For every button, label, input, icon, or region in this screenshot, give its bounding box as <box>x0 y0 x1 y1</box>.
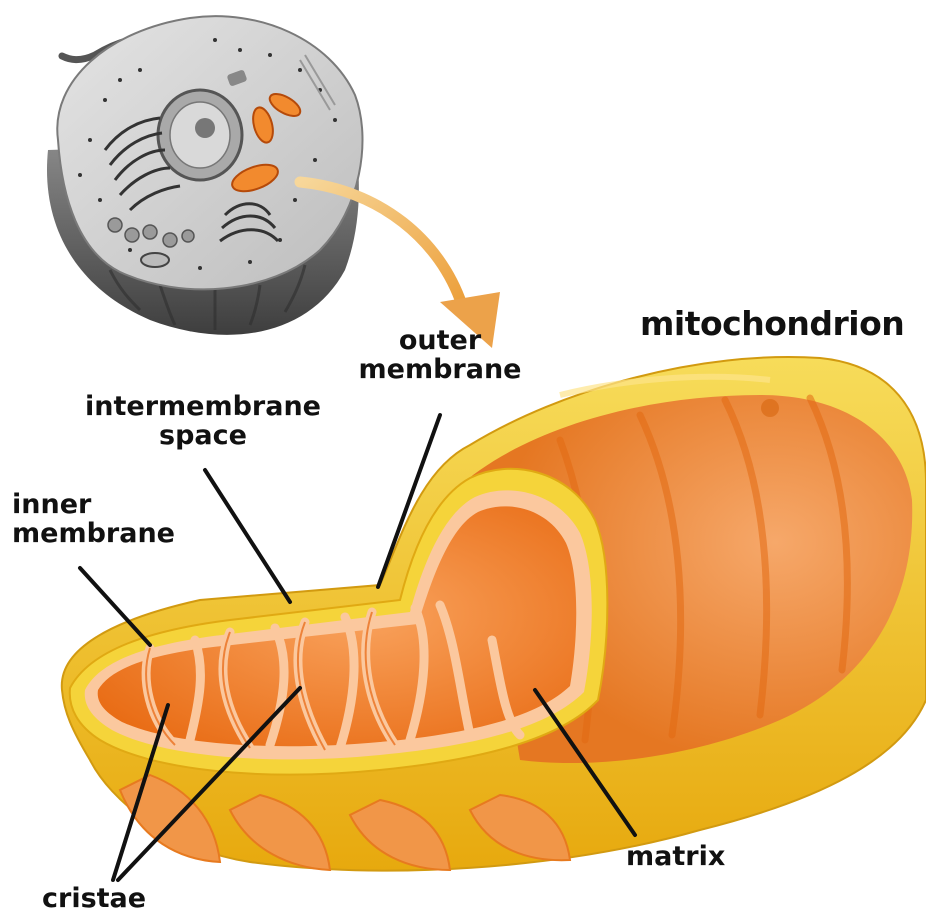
label-outer-membrane: outer membrane <box>340 326 540 384</box>
label-intermembrane-space: intermembrane space <box>58 392 348 450</box>
label-intermembrane-space-line2: space <box>58 421 348 450</box>
label-matrix: matrix <box>626 842 725 871</box>
cell-illustration <box>47 16 363 335</box>
label-outer-membrane-line1: outer <box>340 326 540 355</box>
leader-intermembrane-space <box>205 470 290 602</box>
label-inner-membrane-line2: membrane <box>12 519 175 548</box>
label-inner-membrane: inner membrane <box>12 490 175 548</box>
label-outer-membrane-line2: membrane <box>340 355 540 384</box>
diagram-title: mitochondrion <box>640 306 904 342</box>
label-cristae: cristae <box>42 884 146 913</box>
label-intermembrane-space-line1: intermembrane <box>58 392 348 421</box>
label-inner-membrane-line1: inner <box>12 490 175 519</box>
